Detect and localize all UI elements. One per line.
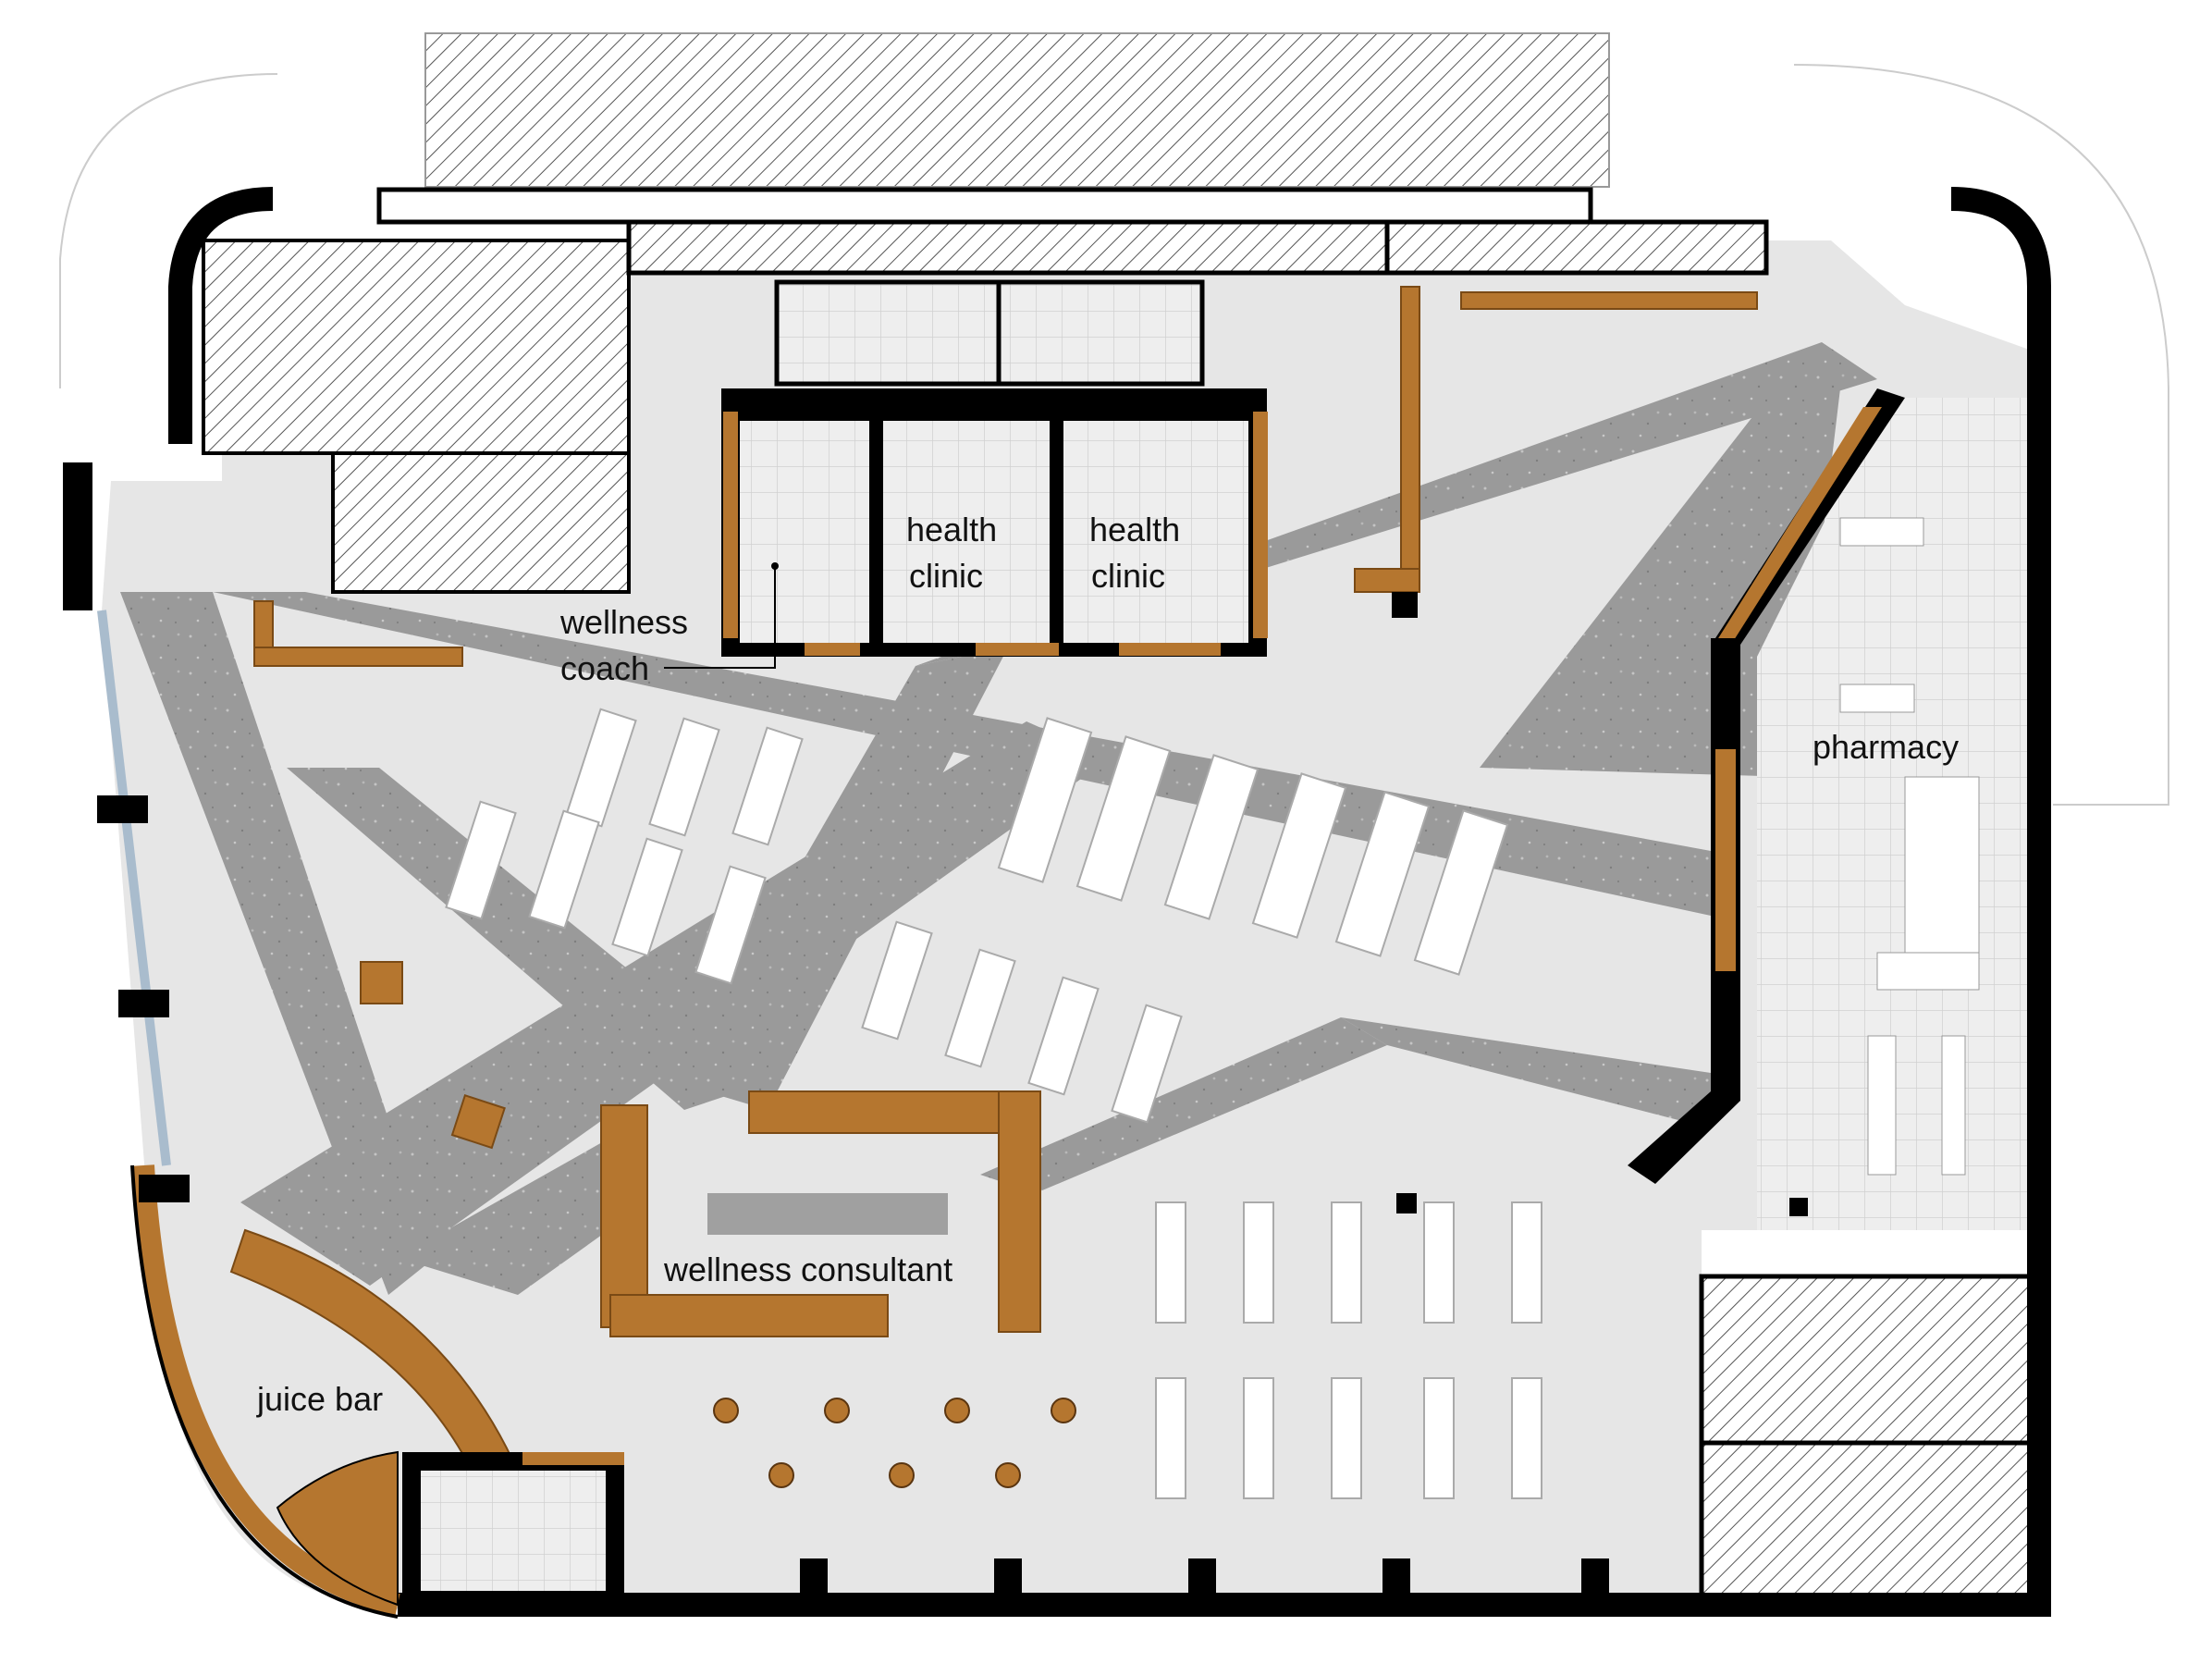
chairs — [713, 1398, 1076, 1488]
site-outline — [59, 64, 2169, 806]
lounge-tables — [360, 961, 506, 1150]
label-health-clinic-2-line2: clinic — [1091, 557, 1165, 595]
outer-walls — [168, 187, 2051, 1617]
left-glazing — [97, 610, 171, 1166]
clinic-block — [721, 388, 1268, 657]
shelving — [253, 286, 1758, 667]
curved-facade-edge — [130, 1164, 399, 1619]
label-wellness-consultant: wellness consultant — [663, 1250, 952, 1288]
terrazzo-paths — [120, 342, 1877, 1295]
canopy-hatched — [424, 32, 1610, 188]
label-wellness-coach-line1: wellness — [559, 603, 688, 641]
label-wellness-coach-line2: coach — [560, 649, 649, 687]
top-corridor — [376, 187, 1769, 276]
restrooms — [774, 279, 1205, 387]
pharmacy-area — [1628, 388, 2044, 1230]
consultant-table — [707, 1193, 948, 1235]
label-health-clinic-2-line1: health — [1089, 511, 1180, 548]
wellness-coach-leader — [664, 566, 776, 669]
curved-facade — [132, 1164, 400, 1616]
wellness-coach-leader-dot — [771, 562, 779, 570]
juice-bar-kitchen — [402, 1452, 624, 1605]
juice-bar-door-arc — [276, 1450, 399, 1607]
wellness-consultant-counter — [600, 1090, 1041, 1337]
label-pharmacy: pharmacy — [1813, 728, 1959, 766]
columns — [97, 592, 1808, 1605]
stair-core-left — [202, 239, 631, 594]
stair-core-right — [1699, 1274, 2046, 1612]
label-health-clinic-1-line1: health — [906, 511, 997, 548]
label-health-clinic-1-line2: clinic — [909, 557, 983, 595]
label-juice-bar: juice bar — [256, 1380, 383, 1418]
display-tables — [445, 708, 1542, 1499]
entry-glass — [63, 462, 92, 610]
